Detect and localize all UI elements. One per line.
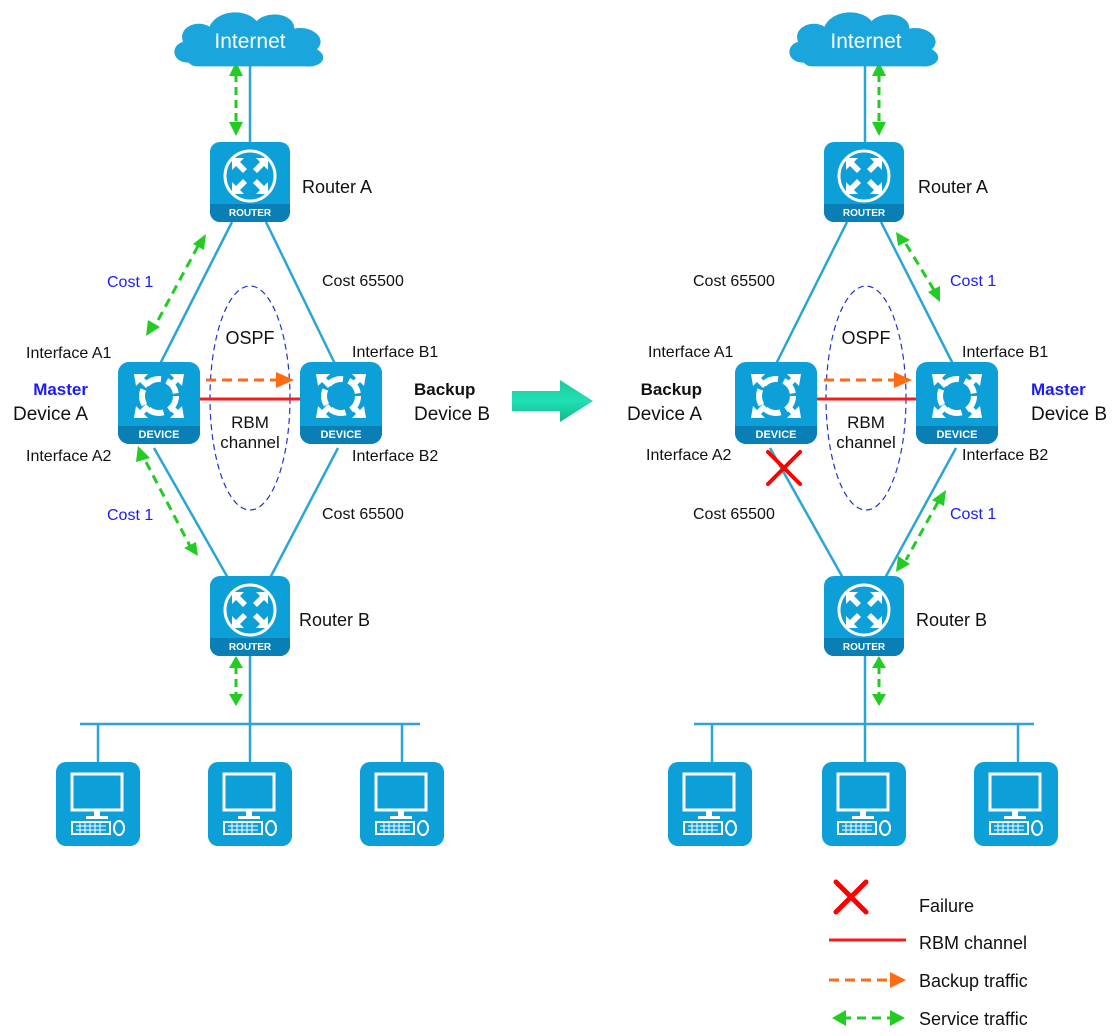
- right-scenario: Internet ROUTER Router A ROUTER Router B…: [627, 12, 1107, 846]
- router-b-badge: ROUTER: [843, 642, 886, 653]
- link-device-a-router-b: [152, 447, 230, 579]
- service-traffic-internet: [229, 62, 243, 136]
- transition-arrow-icon: [512, 380, 593, 422]
- device-b-role: Master: [1031, 380, 1086, 399]
- device-a-badge: DEVICE: [139, 429, 180, 441]
- pc-icon: [668, 762, 752, 846]
- device-a-badge: DEVICE: [756, 429, 797, 441]
- rbm-label-line1: RBM: [231, 413, 269, 432]
- legend-label: Failure: [919, 896, 974, 916]
- failure-x-icon: [766, 450, 802, 486]
- cost-label-a2: Cost 65500: [693, 506, 775, 523]
- legend-item-rbm: RBM channel: [829, 933, 1027, 953]
- router-b-badge: ROUTER: [229, 642, 272, 653]
- service-traffic-lan: [872, 656, 886, 706]
- ospf-label: OSPF: [841, 328, 890, 348]
- link-router-a-device-a: [156, 221, 234, 369]
- service-traffic-internet: [872, 62, 886, 136]
- backup-traffic-arrow: [206, 372, 294, 388]
- device-b-badge: DEVICE: [321, 429, 362, 441]
- interface-b1-label: Interface B1: [352, 344, 438, 361]
- device-b-badge: DEVICE: [937, 429, 978, 441]
- cost-label-b1: Cost 1: [950, 273, 996, 290]
- legend-label: Backup traffic: [919, 971, 1028, 991]
- internet-label: Internet: [830, 30, 901, 53]
- cost-label-a2: Cost 1: [107, 507, 153, 524]
- interface-b2-label: Interface B2: [352, 448, 438, 465]
- service-traffic-b1: [896, 232, 940, 302]
- cost-label-b2: Cost 65500: [322, 506, 404, 523]
- link-router-a-device-b: [264, 221, 338, 367]
- pc-icon: [208, 762, 292, 846]
- legend-item-service: Service traffic: [832, 1009, 1028, 1029]
- service-traffic-b2: [896, 490, 946, 572]
- backup-arrow-icon: [829, 972, 906, 988]
- interface-a1-label: Interface A1: [26, 345, 111, 362]
- rbm-label-line2: channel: [836, 433, 896, 452]
- router-a-badge: ROUTER: [843, 208, 886, 219]
- cost-label-a1: Cost 65500: [693, 273, 775, 290]
- cost-label-b2: Cost 1: [950, 506, 996, 523]
- backup-traffic-arrow: [824, 372, 912, 388]
- device-b-name: Device B: [1031, 404, 1107, 425]
- internet-label: Internet: [214, 30, 285, 53]
- interface-a1-label: Interface A1: [648, 344, 733, 361]
- pc-icon: [974, 762, 1058, 846]
- link-router-a-device-a: [772, 221, 849, 369]
- service-arrow-icon: [832, 1010, 905, 1026]
- router-a-label: Router A: [302, 177, 372, 197]
- legend: Failure RBM channel Backup traffic Servi…: [829, 879, 1028, 1029]
- pc-icon: [56, 762, 140, 846]
- router-b-label: Router B: [299, 610, 370, 630]
- failure-x-icon: [833, 879, 869, 915]
- device-a-role: Backup: [641, 380, 702, 399]
- service-traffic-lan: [229, 656, 243, 706]
- device-b-name: Device B: [414, 404, 490, 425]
- link-router-a-device-b: [879, 221, 956, 367]
- rbm-label-line2: channel: [220, 433, 280, 452]
- interface-a2-label: Interface A2: [646, 447, 731, 464]
- legend-item-failure: Failure: [833, 879, 974, 916]
- cost-label-a1: Cost 1: [107, 274, 153, 291]
- pc-icon: [360, 762, 444, 846]
- router-a-badge: ROUTER: [229, 208, 272, 219]
- device-a-name: Device A: [627, 404, 702, 425]
- router-b-label: Router B: [916, 610, 987, 630]
- link-device-b-router-b: [268, 447, 340, 579]
- left-links: [80, 66, 420, 762]
- rbm-label-line1: RBM: [847, 413, 885, 432]
- legend-item-backup: Backup traffic: [829, 971, 1028, 991]
- service-traffic-a1: [146, 234, 206, 336]
- ospf-label: OSPF: [225, 328, 274, 348]
- left-scenario: Internet ROUTER Router A ROUTER Router B…: [13, 12, 490, 846]
- legend-label: Service traffic: [919, 1009, 1028, 1029]
- device-a-name: Device A: [13, 404, 88, 425]
- router-a-label: Router A: [918, 177, 988, 197]
- cost-label-b1: Cost 65500: [322, 273, 404, 290]
- device-a-role: Master: [33, 380, 88, 399]
- link-device-b-router-b: [883, 447, 958, 579]
- interface-a2-label: Interface A2: [26, 448, 111, 465]
- interface-b2-label: Interface B2: [962, 447, 1048, 464]
- pc-icon: [822, 762, 906, 846]
- service-traffic-a2: [136, 446, 198, 556]
- interface-b1-label: Interface B1: [962, 344, 1048, 361]
- legend-label: RBM channel: [919, 933, 1027, 953]
- device-b-role: Backup: [414, 380, 475, 399]
